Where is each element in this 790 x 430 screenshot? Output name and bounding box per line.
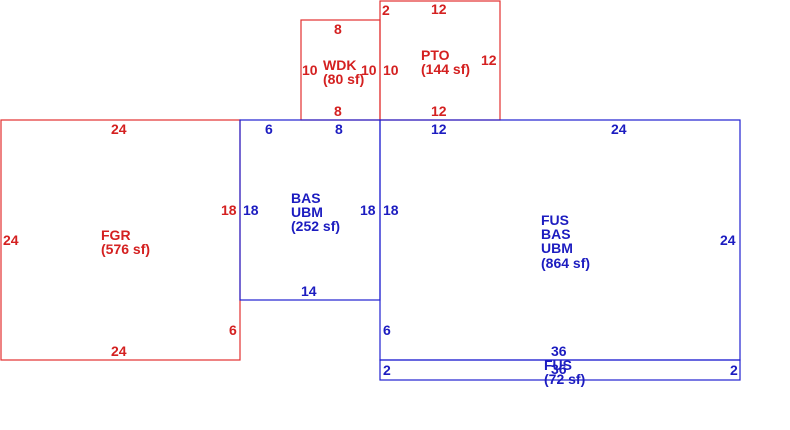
bas-dim-bottom: 14 [301,283,317,299]
wdk-dim-left: 10 [302,62,318,78]
fus-strip-outline [379,359,741,381]
bas-dim-top-left: 6 [265,121,273,137]
bas-dim-top-right: 8 [335,121,343,137]
pto-dim-corner: 2 [382,2,390,18]
fus-strip-dim-left: 2 [383,362,391,378]
fus-dim-left-lower: 6 [383,322,391,338]
bas-dim-left: 18 [243,202,259,218]
fus-strip-dim-bottom: 36 [551,361,567,377]
wdk-dim-top: 8 [334,21,342,37]
fus-strip-code: FUS [544,357,572,373]
fus-area: (864 sf) [541,255,590,271]
pto-dim-left: 10 [383,62,399,78]
fgr-dim-top: 24 [111,121,127,137]
fgr-dim-right-lower: 6 [229,322,237,338]
fus-strip-dim-right: 2 [730,362,738,378]
fgr-dim-bottom: 24 [111,343,127,359]
fus-code-2: BAS [541,226,571,242]
fus-dim-top-left: 12 [431,121,447,137]
wdk-area: (80 sf) [323,71,364,87]
wdk-dim-bottom: 8 [334,103,342,119]
pto-dim-bottom: 12 [431,103,447,119]
fus-code-1: FUS [541,212,569,228]
bas-code-2: UBM [291,204,323,220]
fgr-dim-right-upper: 18 [221,202,237,218]
fus-dim-left-upper: 18 [383,202,399,218]
wdk-code: WDK [323,57,356,73]
fus-code-3: UBM [541,240,573,256]
fus-dim-right: 24 [720,232,736,248]
fgr-area: (576 sf) [101,241,150,257]
fus-strip-area: (72 sf) [544,371,585,387]
fgr-dim-left: 24 [3,232,19,248]
wdk-dim-right: 10 [361,62,377,78]
bas-area: (252 sf) [291,218,340,234]
fus-dim-top-right: 24 [611,121,627,137]
bas-dim-right: 18 [360,202,376,218]
pto-area: (144 sf) [421,61,470,77]
pto-dim-top: 12 [431,1,447,17]
pto-code: PTO [421,47,450,63]
fus-dim-bottom: 36 [551,343,567,359]
pto-dim-right: 12 [481,52,497,68]
bas-code-1: BAS [291,190,321,206]
fgr-code: FGR [101,227,131,243]
